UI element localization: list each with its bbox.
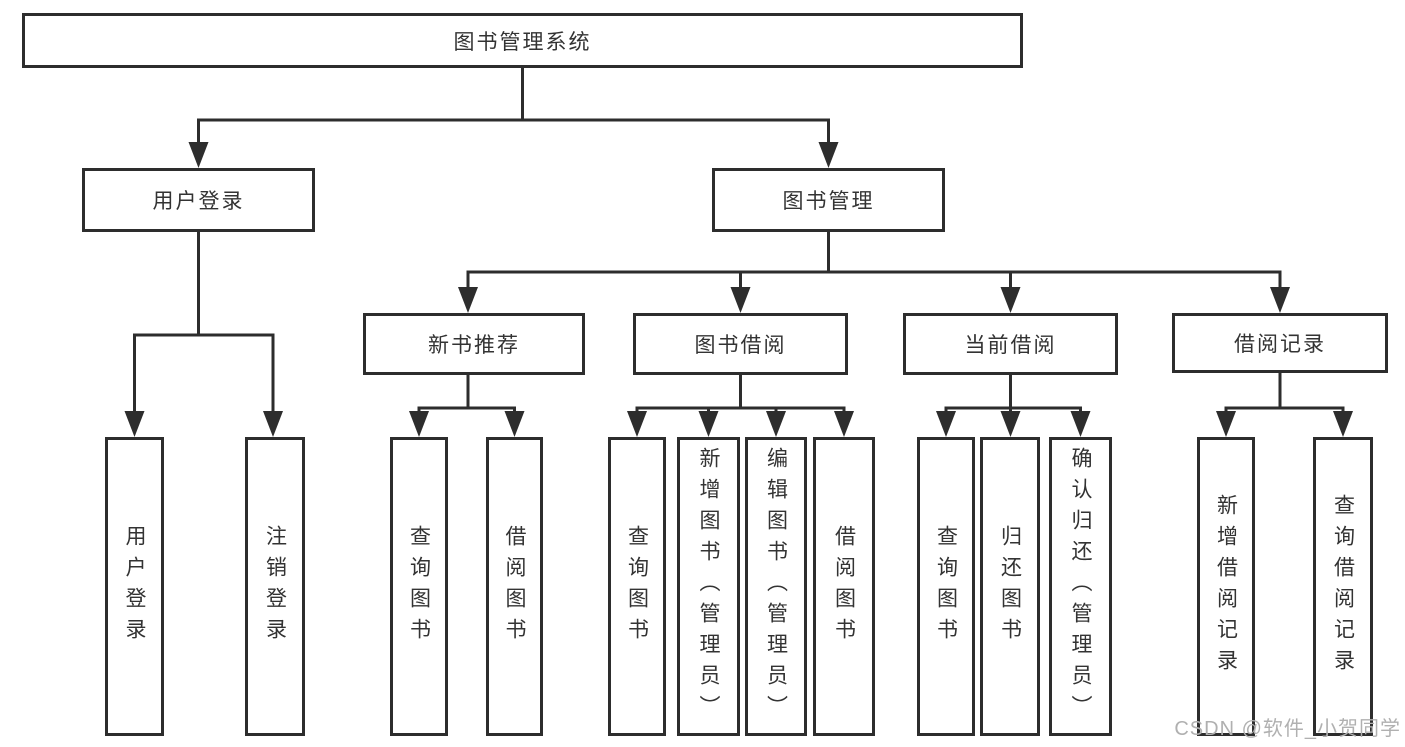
node-book-management: 图书管理 (712, 168, 945, 232)
node-leaf-borrow-books-2: 借阅图书 (813, 437, 875, 736)
connector-new-book-rec-to-leaves (409, 375, 525, 437)
node-leaf-logout: 注销登录 (245, 437, 305, 736)
connector-borrow-records-to-leaves (1216, 373, 1353, 437)
node-leaf-query-books-1: 查询图书 (390, 437, 448, 736)
node-library-management-system: 图书管理系统 (22, 13, 1023, 68)
node-label: 借阅图书 (503, 524, 526, 649)
node-label: 确认归还（管理员） (1069, 447, 1092, 726)
node-leaf-user-login: 用户登录 (105, 437, 164, 736)
node-label: 借阅记录 (1234, 333, 1326, 356)
node-label: 编辑图书（管理员） (764, 447, 788, 726)
node-leaf-borrow-books-1: 借阅图书 (486, 437, 543, 736)
node-new-book-recommendation: 新书推荐 (363, 313, 585, 375)
node-leaf-query-books-2: 查询图书 (608, 437, 666, 736)
node-leaf-query-books-3: 查询图书 (917, 437, 975, 736)
node-label: 新书推荐 (428, 334, 520, 357)
connector-book-borrowing-to-leaves (627, 375, 854, 437)
node-label: 归还图书 (998, 524, 1022, 649)
csdn-watermark: CSDN @软件_小贺同学 (1174, 718, 1401, 740)
node-label: 图书管理 (782, 190, 875, 213)
connector-user-login-to-leaves (124, 232, 283, 437)
node-user-login: 用户登录 (82, 168, 315, 232)
node-leaf-query-borrow-record: 查询借阅记录 (1313, 437, 1373, 736)
node-label: 图书管理系统 (453, 30, 592, 54)
node-leaf-add-borrow-record: 新增借阅记录 (1197, 437, 1255, 736)
node-label: 新增图书（管理员） (697, 447, 720, 726)
node-borrowing-records: 借阅记录 (1172, 313, 1388, 373)
node-label: 查询图书 (407, 524, 431, 649)
node-label: 查询图书 (934, 524, 958, 649)
node-label: 查询图书 (625, 524, 649, 649)
connector-current-borrowing-to-leaves (936, 375, 1091, 437)
connector-root-to-level2 (188, 68, 839, 168)
node-label: 用户登录 (123, 524, 146, 649)
node-label: 查询借阅记录 (1331, 493, 1355, 680)
node-leaf-add-books-admin: 新增图书（管理员） (677, 437, 740, 736)
connector-book-management-to-level3 (458, 232, 1290, 313)
node-label: 当前借阅 (964, 334, 1057, 357)
node-label: 新增借阅记录 (1214, 493, 1238, 680)
node-leaf-confirm-return-admin: 确认归还（管理员） (1049, 437, 1112, 736)
node-label: 图书借阅 (694, 334, 787, 357)
node-label: 借阅图书 (832, 524, 856, 649)
node-leaf-edit-books-admin: 编辑图书（管理员） (745, 437, 807, 736)
node-label: 注销登录 (263, 524, 287, 649)
node-label: 用户登录 (152, 190, 245, 213)
node-leaf-return-books: 归还图书 (980, 437, 1040, 736)
node-book-borrowing: 图书借阅 (633, 313, 848, 375)
node-current-borrowing: 当前借阅 (903, 313, 1118, 375)
